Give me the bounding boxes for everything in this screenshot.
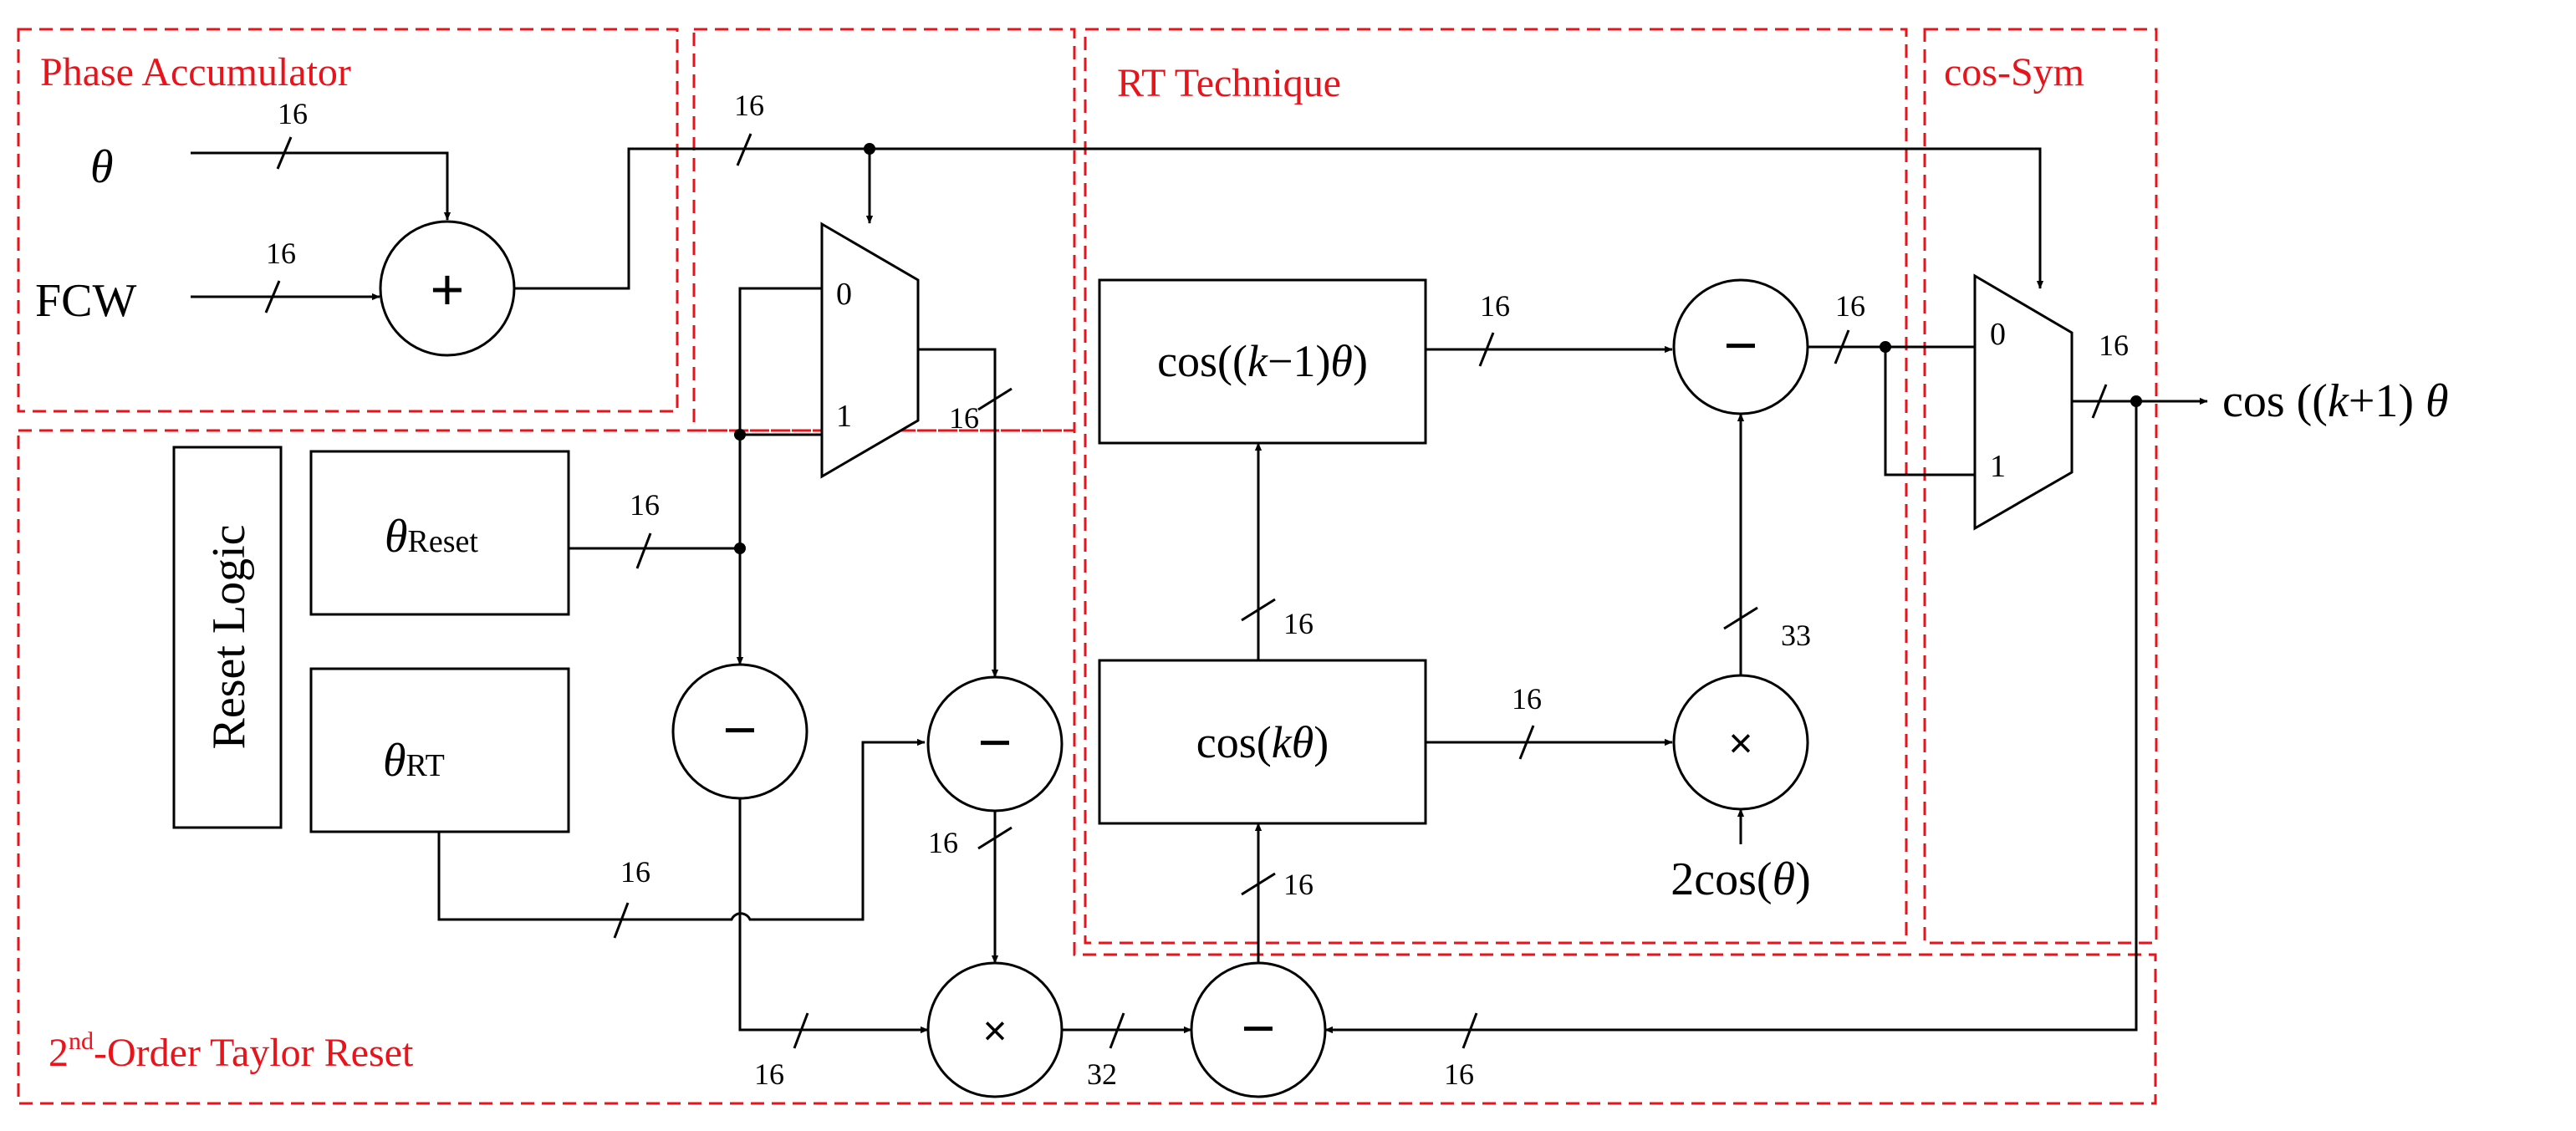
svg-text:−: − (978, 710, 1013, 775)
label-cos-sym: cos-Sym (1944, 50, 2084, 94)
svg-text:32: 32 (1087, 1057, 1117, 1091)
svg-text:0: 0 (836, 277, 852, 312)
svg-text:16: 16 (278, 97, 308, 130)
cos-k-minus-1-theta-block (1098, 278, 1427, 445)
label-phase-accumulator: Phase Accumulator (40, 50, 351, 94)
svg-text:16: 16 (1444, 1057, 1474, 1091)
svg-text:−: − (723, 697, 757, 762)
svg-text:θRT: θRT (383, 735, 445, 787)
reset-logic-block (172, 446, 283, 829)
svg-text:1: 1 (836, 399, 852, 434)
svg-text:1: 1 (1990, 449, 2006, 484)
svg-text:−: − (1242, 996, 1276, 1061)
svg-text:×: × (1728, 720, 1752, 767)
svg-text:+: + (431, 257, 465, 322)
svg-text:16: 16 (630, 488, 660, 522)
svg-text:16: 16 (266, 237, 296, 270)
svg-text:16: 16 (928, 826, 958, 859)
theta-reset-block (309, 450, 570, 616)
svg-text:cos(kθ): cos(kθ) (1196, 717, 1329, 767)
svg-text:16: 16 (620, 855, 650, 889)
svg-text:16: 16 (734, 89, 764, 122)
mux-1 (820, 222, 920, 479)
svg-text:16: 16 (1835, 289, 1865, 323)
region-cos-sym (1923, 28, 2158, 945)
svg-text:33: 33 (1781, 619, 1811, 652)
input-theta: θ (90, 141, 114, 193)
svg-text:0: 0 (1990, 317, 2006, 352)
svg-text:16: 16 (949, 401, 979, 435)
svg-text:16: 16 (1283, 868, 1314, 901)
svg-text:−: − (1724, 313, 1758, 378)
input-two-cos-theta: 2cos(θ) (1671, 853, 1810, 905)
svg-text:×: × (982, 1007, 1007, 1054)
svg-text:16: 16 (1512, 682, 1542, 716)
cos-k-theta-block (1098, 659, 1427, 825)
mux-2 (1973, 273, 2074, 531)
reset-logic-label: Reset Logic (203, 524, 255, 749)
svg-text:16: 16 (2099, 329, 2129, 362)
svg-text:cos((k−1)θ): cos((k−1)θ) (1157, 336, 1368, 386)
label-rt-technique: RT Technique (1117, 61, 1341, 105)
svg-text:16: 16 (1480, 289, 1510, 323)
svg-text:16: 16 (754, 1057, 784, 1091)
region-phase-accumulator (17, 28, 679, 413)
region-rt-technique (1084, 28, 1908, 945)
svg-text:16: 16 (1283, 607, 1314, 640)
svg-text:θReset: θReset (385, 511, 478, 563)
region-taylor-reset (17, 429, 2157, 1105)
input-fcw: FCW (35, 275, 136, 327)
theta-rt-block (309, 667, 570, 833)
label-taylor-reset: 2nd-Order Taylor Reset (48, 1027, 414, 1075)
output-label: cos ((k+1) θ (2222, 375, 2449, 427)
